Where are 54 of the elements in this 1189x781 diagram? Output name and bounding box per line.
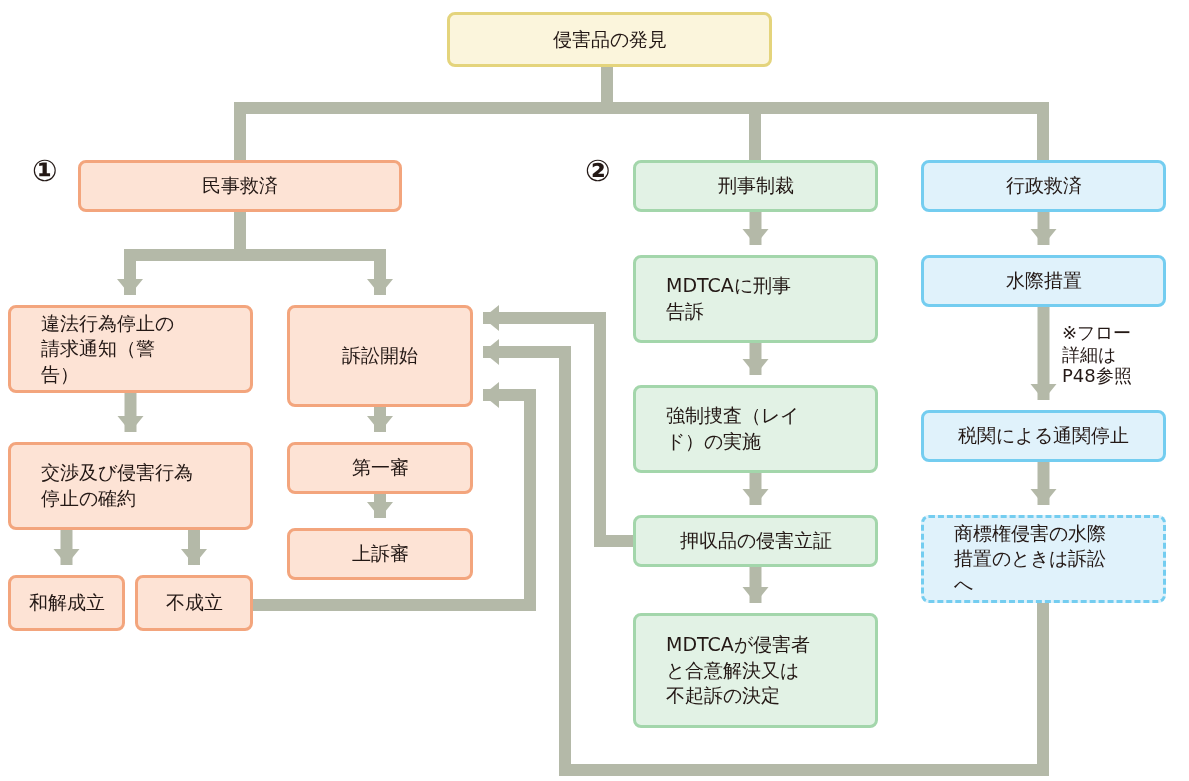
process-box <box>921 255 1166 307</box>
arrow <box>117 393 144 432</box>
box-label: 強制捜査（レイド）の実施 <box>666 403 800 454</box>
note-box <box>921 515 1166 603</box>
process-box <box>633 255 878 343</box>
box-label: 訴訟開始 <box>342 343 418 369</box>
arrow <box>1030 212 1057 245</box>
circled-number: ① <box>32 156 58 186</box>
process-box <box>921 160 1166 212</box>
box-label: MDTCAが侵害者と合意解決又は不起訴の決定 <box>666 632 811 709</box>
note-text: ※フロー詳細はP48参照 <box>1062 322 1133 387</box>
circled-number: ② <box>585 156 611 186</box>
arrow <box>742 567 769 603</box>
box-label: 上訴審 <box>351 541 409 567</box>
box-label: 税関による通関停止 <box>958 423 1129 449</box>
process-box <box>447 12 772 67</box>
arrow <box>483 339 1049 776</box>
arrow <box>742 212 769 245</box>
arrow <box>483 305 633 547</box>
process-box <box>921 410 1166 462</box>
box-label: 違法行為停止の請求通知（警告） <box>41 310 175 387</box>
process-box <box>287 442 473 494</box>
box-label: 侵害品の発見 <box>552 26 667 52</box>
arrow <box>253 382 536 611</box>
box-label: 不成立 <box>165 590 223 616</box>
process-box <box>135 575 253 631</box>
arrow <box>367 407 393 432</box>
box-label: 交渉及び侵害行為停止の確約 <box>41 460 194 511</box>
arrow <box>181 530 207 565</box>
process-box <box>8 305 253 393</box>
process-box <box>287 528 473 580</box>
process-box <box>633 385 878 473</box>
box-label: 水際措置 <box>1005 268 1082 294</box>
box-label: 民事救済 <box>202 173 278 199</box>
arrow <box>367 494 393 518</box>
box-label: 和解成立 <box>28 590 105 616</box>
process-box <box>633 613 878 728</box>
arrow <box>742 473 769 505</box>
process-box <box>8 442 253 530</box>
process-box <box>287 305 473 407</box>
arrow <box>1030 307 1057 400</box>
box-label: 第一審 <box>351 455 409 481</box>
box-label: 刑事制裁 <box>717 173 794 199</box>
box-label: 行政救済 <box>1005 173 1082 199</box>
process-box <box>633 160 878 212</box>
box-label: MDTCAに刑事告訴 <box>666 273 792 324</box>
arrow <box>742 343 769 375</box>
box-label: 押収品の侵害立証 <box>679 528 832 554</box>
arrow <box>1030 462 1057 505</box>
arrow <box>53 530 80 565</box>
process-box <box>633 515 878 567</box>
process-box <box>78 160 402 212</box>
process-box <box>8 575 125 631</box>
box-label: 商標権侵害の水際措置のときは訴訟へ <box>954 520 1107 597</box>
